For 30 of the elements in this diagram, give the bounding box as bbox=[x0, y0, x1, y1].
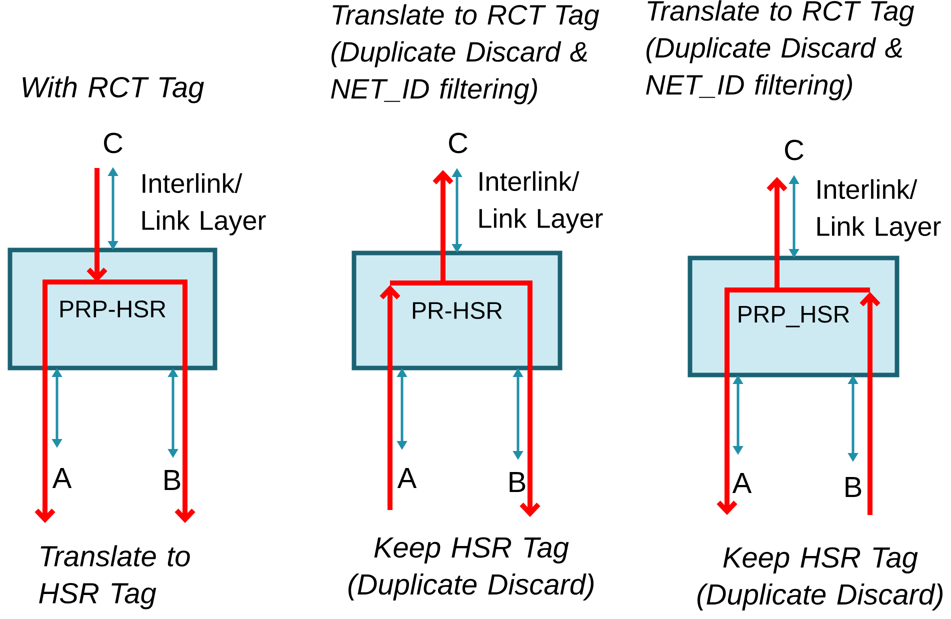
process-box: PRP_HSR bbox=[688, 256, 900, 378]
process-box: PR-HSR bbox=[352, 250, 562, 370]
arrow bbox=[97, 280, 196, 524]
arrow bbox=[716, 288, 870, 515]
caption: Interlink/ Link Layer bbox=[817, 179, 941, 242]
caption: Translate to HSR Tag bbox=[39, 545, 190, 610]
caption: With RCT Tag bbox=[22, 76, 204, 104]
caption: Interlink/ Link Layer bbox=[479, 171, 603, 234]
caption: Keep HSR Tag (Duplicate Discard) bbox=[697, 547, 943, 610]
port-label: B bbox=[510, 472, 526, 492]
arrow bbox=[860, 292, 880, 515]
arrow bbox=[86, 168, 108, 282]
caption: Translate to RCT Tag (Duplicate Discard & NET_ID filtering) bbox=[646, 0, 914, 100]
port-label: A bbox=[52, 468, 72, 488]
port-label: C bbox=[449, 132, 468, 154]
process-box: PRP-HSR bbox=[8, 248, 218, 370]
port-label: B bbox=[846, 477, 862, 497]
caption: Interlink/ Link Layer bbox=[142, 173, 266, 236]
caption: Translate to RCT Tag (Duplicate Discard & NET_ID filtering) bbox=[331, 4, 600, 104]
arrow bbox=[766, 177, 788, 290]
port-label: B bbox=[164, 470, 180, 490]
port-label: A bbox=[397, 468, 417, 488]
port-label: C bbox=[785, 140, 804, 160]
arrow bbox=[380, 285, 400, 510]
arrow bbox=[34, 280, 97, 524]
caption: Keep HSR Tag (Duplicate Discard) bbox=[348, 537, 594, 600]
port-label: A bbox=[732, 473, 752, 493]
port-label: C bbox=[104, 132, 122, 154]
arrow bbox=[432, 170, 454, 283]
arrow bbox=[390, 280, 540, 517]
